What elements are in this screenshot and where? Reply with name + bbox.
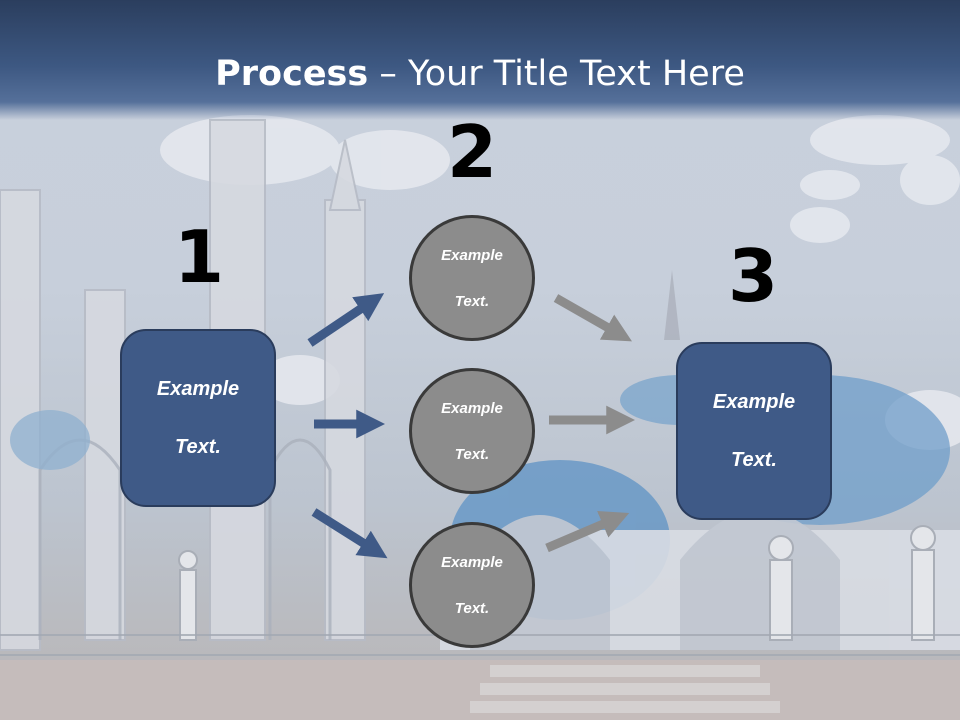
slide-title: Process – Your Title Text Here xyxy=(0,52,960,96)
arrow-gray-up-right xyxy=(545,511,630,553)
step-number-1: 1 xyxy=(173,215,225,299)
arrow-up-right xyxy=(307,293,385,347)
circle-top-line1: Example xyxy=(441,246,503,264)
circle-middle-line1: Example xyxy=(441,399,503,417)
arrow-down-right xyxy=(311,508,388,559)
title-bold: Process xyxy=(215,54,369,94)
box-right-line2: Text. xyxy=(731,448,777,471)
circle-bottom-line1: Example xyxy=(441,553,503,571)
step-number-2: 2 xyxy=(446,110,498,194)
title-rest: – Your Title Text Here xyxy=(368,54,745,94)
circle-middle-line2: Text. xyxy=(454,445,490,463)
title-band xyxy=(0,0,960,120)
box-left-line2: Text. xyxy=(175,435,221,458)
box-left-line1: Example xyxy=(156,377,240,400)
arrow-gray-down-right xyxy=(553,294,633,342)
circle-top-line2: Text. xyxy=(454,292,490,310)
step-number-3: 3 xyxy=(727,234,779,318)
circle-bottom-line2: Text. xyxy=(454,599,490,617)
box-right-line1: Example xyxy=(712,390,796,413)
